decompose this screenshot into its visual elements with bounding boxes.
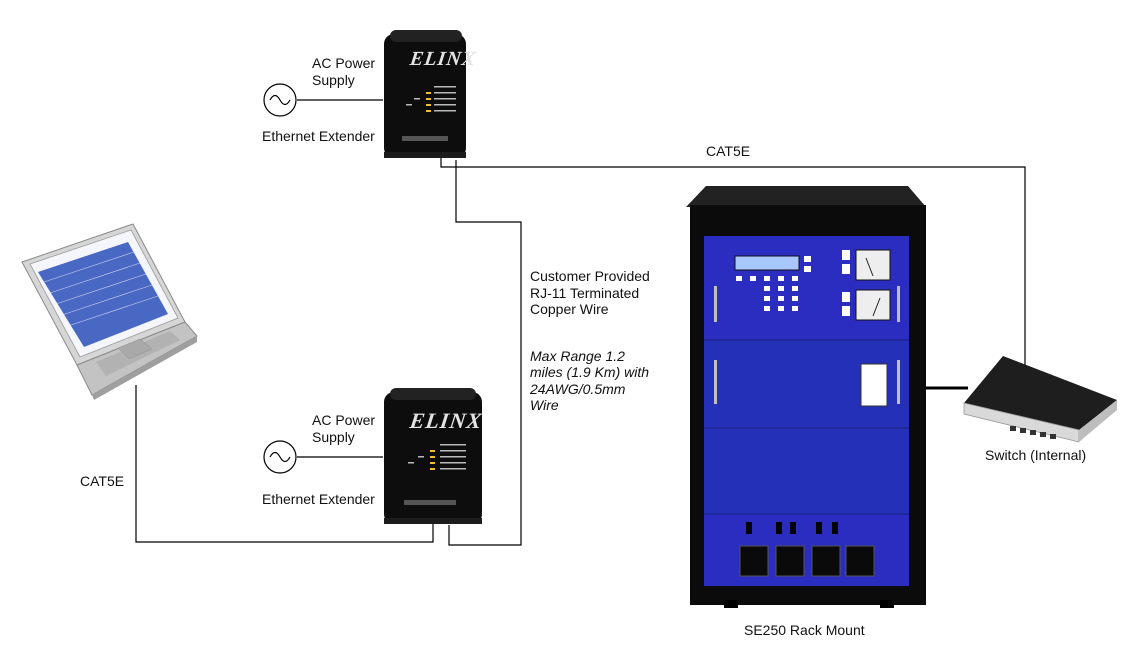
range-note-line3: 24AWG/0.5mm xyxy=(530,381,626,397)
extender-bottom-power-label-line1: AC Power xyxy=(312,412,376,428)
wires xyxy=(135,99,1026,546)
extender-top-power-label-line1: AC Power xyxy=(312,55,376,71)
extender-top-brand: ELINX xyxy=(408,48,478,70)
copper-wire-label-line2: RJ-11 Terminated xyxy=(530,285,640,301)
ethernet-extender-icon xyxy=(384,30,466,158)
network-switch-icon xyxy=(963,356,1117,443)
copper-wire-label-line1: Customer Provided xyxy=(530,268,650,284)
cable-top-label: CAT5E xyxy=(706,143,751,159)
extender-top-device-label: Ethernet Extender xyxy=(262,128,375,144)
extender-bottom-power-label-line2: Supply xyxy=(312,429,355,445)
laptop-icon xyxy=(21,223,198,400)
range-note-line2: miles (1.9 Km) with xyxy=(530,364,650,380)
copper-wire xyxy=(448,160,522,546)
cable-left-label: CAT5E xyxy=(80,473,125,489)
copper-wire-label-line3: Copper Wire xyxy=(530,301,609,317)
range-note-line1: Max Range 1.2 xyxy=(530,348,625,364)
rack-label: SE250 Rack Mount xyxy=(744,622,865,638)
extender-bottom-device-label: Ethernet Extender xyxy=(262,491,375,507)
range-note-line4: Wire xyxy=(530,397,559,413)
extender-bottom-brand: ELINX xyxy=(408,408,485,433)
ac-power-icon xyxy=(263,83,297,117)
cat5e-wire-left xyxy=(135,385,434,543)
ac-power-icon xyxy=(263,440,297,474)
switch-label: Switch (Internal) xyxy=(985,447,1087,463)
se250-rack-icon xyxy=(686,186,926,608)
extender-top-power-label-line2: Supply xyxy=(312,72,355,88)
cat5e-wire-top xyxy=(440,155,1026,385)
ethernet-extender-icon xyxy=(384,388,482,524)
